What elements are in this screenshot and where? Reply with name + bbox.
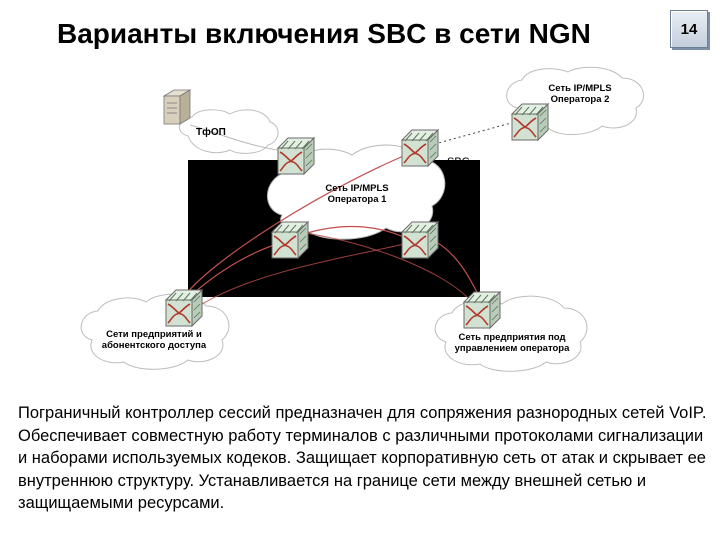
enterprise-label-line1: Сети предприятий и [106,329,202,340]
operator1-label-line1: Сеть IP/MPLS [325,183,388,194]
operator2-label-line2: Оператора 2 [551,94,610,105]
link-red-5 [195,239,421,309]
description-paragraph: Пограничный контроллер сессий предназнач… [18,404,707,512]
router-sbc2-icon [401,221,439,259]
pstn-label: ТфОП [196,126,226,138]
router-enterprise-icon [165,289,203,327]
operator1-label-line2: Оператора 1 [328,194,388,205]
slide-number-badge: 14 [670,10,708,48]
link-red-6 [297,231,471,301]
router-managed-icon [463,291,501,329]
managed-label-line2: управлением оператора [455,343,570,354]
sbc-label-1: SBC [447,156,470,168]
enterprise-label-line2: абонентского доступа [102,340,207,351]
network-diagram: ТфОП Сеть IP/MPLS Оператора 1 Сеть IP/MP… [80,66,645,372]
sbc-label-2: SBC [442,219,465,231]
pstn-server-icon [162,89,192,125]
link-red-1 [182,149,419,299]
pstn-cloud [178,109,279,154]
operator2-label-line1: Сеть IP/MPLS [548,83,611,94]
router-sbc1-icon [401,129,439,167]
router-core-icon [271,221,309,259]
router-operator2-icon [511,103,549,141]
router-pstn-gateway-icon [277,137,315,175]
managed-label-line1: Сеть предприятия под [458,332,565,343]
slide-title: Варианты включения SBC в сети NGN [57,18,591,49]
